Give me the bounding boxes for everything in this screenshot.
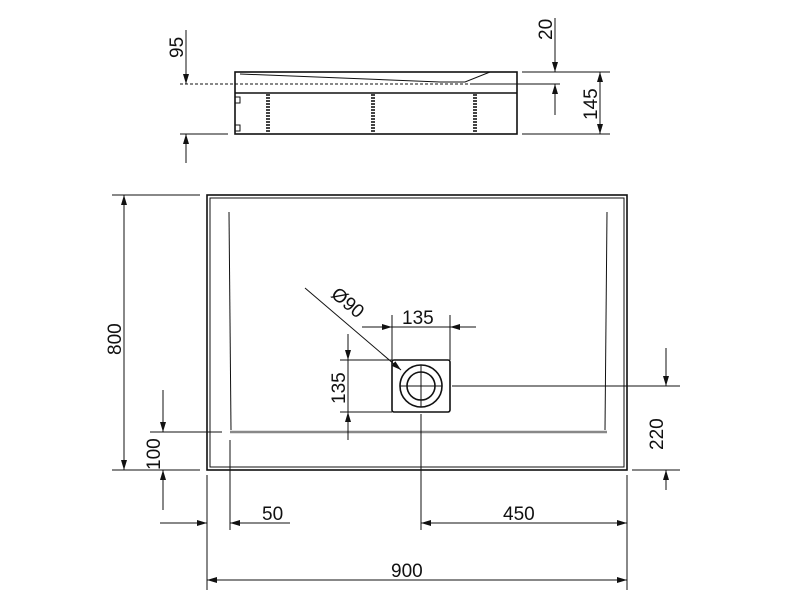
dim-100: 100 <box>144 438 165 470</box>
dim-220: 220 <box>647 418 668 450</box>
plan-view: 800 100 220 50 450 900 135 135 Ø90 <box>105 194 680 590</box>
side-view: 95 20 145 <box>167 18 610 163</box>
dim-95: 95 <box>167 37 188 58</box>
dim-145: 145 <box>581 88 602 120</box>
dim-900: 900 <box>391 561 423 582</box>
dim-450: 450 <box>503 504 535 525</box>
drain-diameter: Ø90 <box>327 284 368 323</box>
dim-20: 20 <box>536 19 557 40</box>
dim-800: 800 <box>105 323 126 355</box>
drain <box>391 359 451 413</box>
leveling-feet <box>266 94 477 134</box>
dim-50: 50 <box>262 504 283 525</box>
drain-width: 135 <box>402 308 434 329</box>
drain-height: 135 <box>329 372 350 404</box>
